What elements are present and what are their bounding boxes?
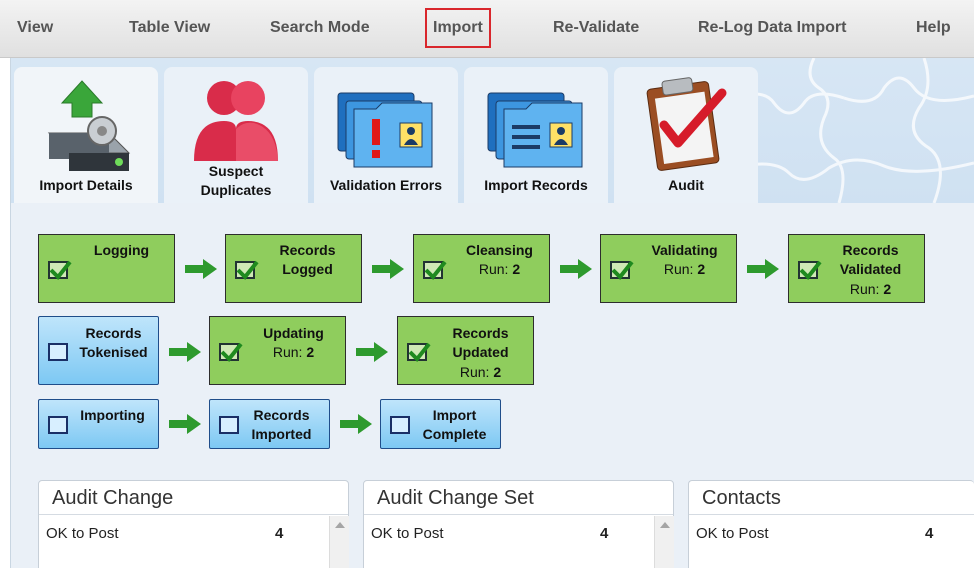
panel-row-value: 4 bbox=[275, 525, 284, 542]
step-records-tokenised: Records Tokenised bbox=[38, 316, 159, 385]
menu-bar: View Table View Search Mode Import Re-Va… bbox=[0, 0, 974, 58]
menu-table-view[interactable]: Table View bbox=[129, 19, 211, 36]
scrollbar[interactable] bbox=[329, 516, 349, 568]
checkbox-validating bbox=[610, 260, 634, 280]
step-import-complete-title: Import Complete bbox=[422, 407, 487, 442]
step-records-logged: Records Logged bbox=[225, 234, 362, 303]
tile-validation-errors[interactable]: Validation Errors bbox=[314, 67, 458, 203]
run-label: Run: bbox=[663, 261, 694, 277]
step-logging: Logging bbox=[38, 234, 175, 303]
run-label: Run: bbox=[459, 364, 490, 380]
menu-import[interactable]: Import bbox=[425, 8, 491, 48]
panel-row-label: OK to Post bbox=[696, 525, 769, 542]
checkbox-records-updated bbox=[407, 342, 431, 362]
step-logging-title: Logging bbox=[93, 242, 150, 258]
panel-contacts: Contacts OK to Post 4 bbox=[688, 480, 974, 568]
step-importing-title: Importing bbox=[80, 407, 145, 423]
left-strip bbox=[0, 58, 11, 568]
folder-error-icon bbox=[314, 73, 458, 168]
arrow-right-icon bbox=[356, 342, 388, 362]
menu-search-mode[interactable]: Search Mode bbox=[270, 19, 370, 36]
checkbox-records-imported bbox=[219, 416, 239, 434]
step-updating: Updating Run: 2 bbox=[209, 316, 346, 385]
checkbox-logging bbox=[48, 260, 72, 280]
step-records-updated: Records Updated Run: 2 bbox=[397, 316, 534, 385]
run-count: 2 bbox=[697, 261, 706, 277]
step-records-validated-run: Run: 2 bbox=[829, 281, 912, 297]
run-count: 2 bbox=[306, 344, 315, 360]
step-records-tokenised-title: Records Tokenised bbox=[79, 325, 148, 360]
panel-row-value: 4 bbox=[925, 525, 934, 542]
arrow-right-icon bbox=[185, 259, 217, 279]
step-records-imported-title: Records Imported bbox=[251, 407, 312, 442]
menu-re-log-data-import[interactable]: Re-Log Data Import bbox=[698, 19, 847, 36]
clipboard-check-icon bbox=[614, 73, 758, 171]
arrow-right-icon bbox=[169, 342, 201, 362]
run-label: Run: bbox=[849, 281, 880, 297]
arrow-right-icon bbox=[560, 259, 592, 279]
tile-import-records-label: Import Records bbox=[484, 177, 588, 193]
step-updating-title: Updating bbox=[263, 325, 324, 341]
menu-view[interactable]: View bbox=[17, 19, 54, 36]
menu-help[interactable]: Help bbox=[916, 19, 951, 36]
step-records-updated-run: Run: 2 bbox=[438, 364, 523, 380]
menu-re-validate[interactable]: Re-Validate bbox=[553, 19, 640, 36]
step-records-imported: Records Imported bbox=[209, 399, 330, 449]
arrow-right-icon bbox=[340, 414, 372, 434]
panel-audit-change-title: Audit Change bbox=[39, 481, 348, 515]
tile-import-details-label: Import Details bbox=[39, 177, 133, 193]
tile-import-details[interactable]: Import Details bbox=[14, 67, 158, 203]
step-cleansing-run: Run: 2 bbox=[454, 261, 545, 277]
step-records-logged-title: Records Logged bbox=[279, 242, 336, 277]
checkbox-records-logged bbox=[235, 260, 259, 280]
arrow-right-icon bbox=[169, 414, 201, 434]
scrollbar[interactable] bbox=[654, 516, 674, 568]
folder-records-icon bbox=[464, 73, 608, 168]
run-label: Run: bbox=[478, 261, 509, 277]
step-records-validated: Records Validated Run: 2 bbox=[788, 234, 925, 303]
tile-audit-label: Audit bbox=[668, 177, 704, 193]
scroll-up-icon[interactable] bbox=[660, 522, 670, 528]
run-count: 2 bbox=[883, 281, 892, 297]
arrow-right-icon bbox=[747, 259, 779, 279]
server-upload-icon bbox=[14, 73, 158, 171]
checkbox-cleansing bbox=[423, 260, 447, 280]
panel-row-label: OK to Post bbox=[371, 525, 444, 542]
panel-audit-change-set-title: Audit Change Set bbox=[364, 481, 673, 515]
step-validating: Validating Run: 2 bbox=[600, 234, 737, 303]
step-importing: Importing bbox=[38, 399, 159, 449]
panel-row-value: 4 bbox=[600, 525, 609, 542]
step-updating-run: Run: 2 bbox=[250, 344, 337, 360]
panel-audit-change: Audit Change OK to Post 4 bbox=[38, 480, 349, 568]
checkbox-import-complete bbox=[390, 416, 410, 434]
step-validating-run: Run: 2 bbox=[641, 261, 728, 277]
checkbox-records-validated bbox=[798, 260, 822, 280]
step-cleansing-title: Cleansing bbox=[466, 242, 533, 258]
step-cleansing: Cleansing Run: 2 bbox=[413, 234, 550, 303]
checkbox-records-tokenised bbox=[48, 343, 68, 361]
step-validating-title: Validating bbox=[651, 242, 718, 258]
checkbox-updating bbox=[219, 342, 243, 362]
tile-audit[interactable]: Audit bbox=[614, 67, 758, 203]
run-count: 2 bbox=[512, 261, 521, 277]
step-import-complete: Import Complete bbox=[380, 399, 501, 449]
tile-suspect-duplicates[interactable]: Suspect Duplicates bbox=[164, 67, 308, 203]
tile-suspect-duplicates-label: Suspect Duplicates bbox=[200, 163, 272, 198]
step-records-updated-title: Records Updated bbox=[452, 325, 509, 360]
panel-audit-change-set: Audit Change Set OK to Post 4 bbox=[363, 480, 674, 568]
panel-contacts-title: Contacts bbox=[689, 481, 974, 515]
step-records-validated-title: Records Validated bbox=[839, 242, 902, 277]
run-count: 2 bbox=[493, 364, 502, 380]
checkbox-importing bbox=[48, 416, 68, 434]
people-icon bbox=[164, 73, 308, 168]
arrow-right-icon bbox=[372, 259, 404, 279]
tile-validation-errors-label: Validation Errors bbox=[329, 177, 443, 193]
run-label: Run: bbox=[272, 344, 303, 360]
tile-import-records[interactable]: Import Records bbox=[464, 67, 608, 203]
scroll-up-icon[interactable] bbox=[335, 522, 345, 528]
panel-row-label: OK to Post bbox=[46, 525, 119, 542]
